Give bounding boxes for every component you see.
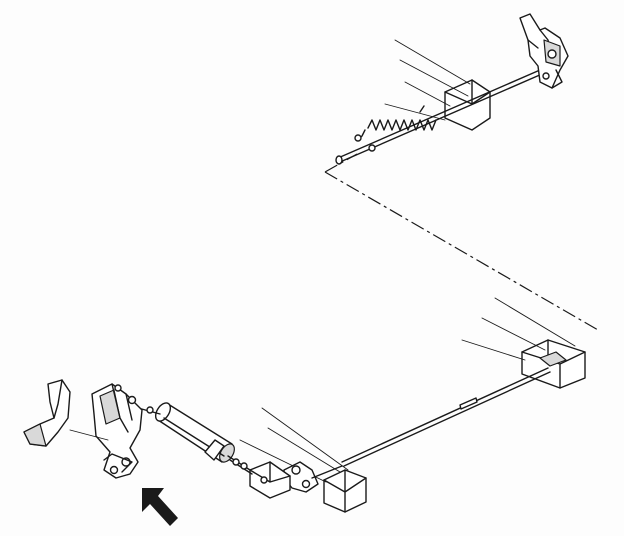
upper-bellcrank-lever [519, 13, 569, 89]
pedal-pad-bracket [23, 379, 109, 447]
cable-route-dashed [324, 153, 599, 331]
upper-linkage-rod [335, 69, 543, 165]
upper-return-spring [354, 105, 437, 152]
arrow-up-left-icon [142, 488, 178, 526]
lower-clevis-fork [249, 461, 343, 499]
upper-mounting-bracket [384, 39, 491, 131]
middle-mounting-bracket [461, 297, 586, 389]
pedal-lever-assembly [91, 383, 143, 479]
lower-mounting-bracket [239, 407, 367, 513]
lower-push-rod [341, 367, 551, 467]
damper-cylinder [137, 402, 253, 475]
